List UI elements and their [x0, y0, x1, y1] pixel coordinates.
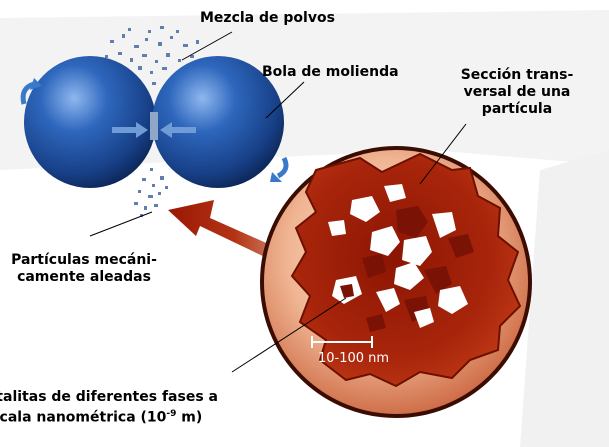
trapped-powder	[150, 112, 158, 140]
label-cross-section-line3: partícula	[481, 101, 553, 117]
label-cross-section-line1: Sección trans-	[460, 67, 574, 83]
label-crystallites-text: escala nanométrica (10	[0, 409, 167, 426]
label-cross-section: Sección trans- versal de una partícula	[452, 67, 582, 118]
label-grinding-ball: Bola de molienda	[262, 64, 399, 80]
label-crystallites: Cristalitas de diferentes fases a escala…	[0, 389, 244, 427]
label-alloyed-particles: Partículas mecáni- camente aleadas	[0, 252, 168, 286]
scale-bar-label: 10-100 nm	[318, 351, 389, 366]
label-cross-section-line2: versal de una	[463, 84, 571, 100]
label-crystallites-exponent: -9	[166, 409, 177, 419]
rotation-arrowhead-left	[30, 78, 42, 90]
background-panel-right	[520, 150, 609, 447]
label-crystallites-unit: m)	[176, 409, 203, 426]
label-alloyed-line1: Partículas mecáni-	[11, 252, 157, 268]
label-alloyed-line2: camente aleadas	[17, 269, 151, 285]
leader-lines	[89, 31, 467, 373]
label-crystallites-line2: escala nanométrica (10-9 m)	[0, 406, 244, 427]
crystallites	[328, 184, 474, 332]
rotation-arrowhead-right	[270, 172, 282, 182]
label-crystallites-line1: Cristalitas de diferentes fases a	[0, 389, 218, 405]
impact-arrows	[112, 122, 196, 138]
label-powder-mix: Mezcla de polvos	[200, 10, 335, 26]
grinding-ball-right	[152, 56, 284, 188]
grinding-ball-left	[24, 56, 156, 188]
